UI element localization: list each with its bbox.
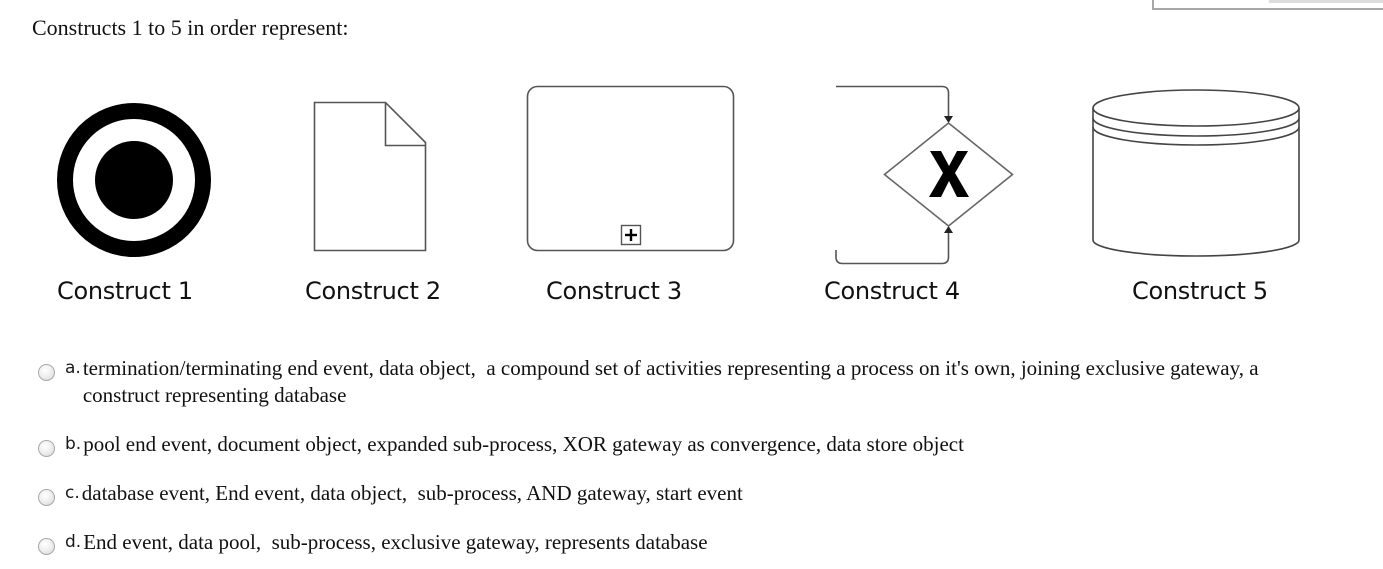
- option-d-radio[interactable]: [38, 538, 55, 555]
- data-store-icon: [1092, 89, 1300, 257]
- top-right-frame: [1152, 0, 1383, 10]
- option-a-letter: a.: [65, 358, 81, 378]
- bpmn-constructs-figure: [57, 85, 1300, 265]
- construct-3-label: Construct 3: [546, 277, 682, 305]
- option-c-text: database event, End event, data object, …: [81, 481, 743, 505]
- arrowhead-top-icon: [944, 116, 953, 123]
- construct-4-label: Construct 4: [824, 277, 960, 305]
- question-text: Constructs 1 to 5 in order represent:: [32, 15, 349, 40]
- exclusive-gateway-icon: [835, 85, 1014, 265]
- option-d[interactable]: d. End event, data pool, sub-process, ex…: [38, 529, 1323, 556]
- x-marker-icon: [929, 151, 969, 197]
- option-a[interactable]: a. termination/terminating end event, da…: [38, 355, 1323, 409]
- top-right-frame-fill: [1269, 0, 1383, 3]
- collapsed-subprocess-icon: [526, 85, 735, 252]
- option-d-letter: d.: [65, 532, 82, 552]
- data-object-icon: [313, 101, 427, 252]
- arrowhead-bottom-icon: [944, 226, 953, 233]
- option-b-radio[interactable]: [38, 440, 55, 457]
- option-d-text: End event, data pool, sub-process, exclu…: [83, 530, 708, 554]
- option-b-letter: b.: [65, 434, 82, 454]
- construct-1-label: Construct 1: [57, 277, 193, 305]
- option-b-text: pool end event, document object, expande…: [83, 432, 964, 456]
- plus-marker-icon: [620, 224, 642, 246]
- construct-5-label: Construct 5: [1132, 277, 1268, 305]
- terminate-end-event-icon: [57, 103, 211, 257]
- construct-2-label: Construct 2: [305, 277, 441, 305]
- option-c[interactable]: c. database event, End event, data objec…: [38, 480, 1322, 507]
- option-b[interactable]: b. pool end event, document object, expa…: [38, 431, 1323, 458]
- option-c-letter: c.: [65, 483, 80, 503]
- option-a-text: termination/terminating end event, data …: [82, 356, 1264, 407]
- option-c-radio[interactable]: [38, 489, 55, 506]
- option-a-radio[interactable]: [38, 364, 55, 381]
